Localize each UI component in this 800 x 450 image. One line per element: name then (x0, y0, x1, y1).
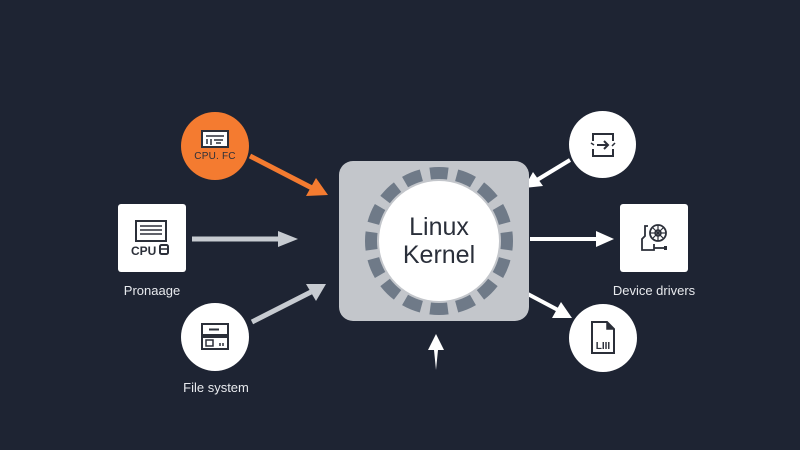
gear-ring-segment (367, 204, 386, 225)
gear-ring-segment (402, 169, 423, 188)
cpu-chip-icon (135, 220, 169, 255)
file-system-label: File system (183, 380, 249, 395)
gear-ring-segment (455, 294, 476, 313)
io-node[interactable] (569, 111, 636, 178)
kernel-title-line2: Kernel (402, 241, 476, 269)
document-node[interactable]: LIII (569, 304, 637, 372)
cpu-fc-node[interactable]: CPU. FC (181, 112, 249, 180)
process-cpu-text: CPU (131, 244, 157, 258)
gear-ring-segment (500, 231, 514, 251)
cpu-fc-label: CPU. FC (194, 151, 236, 162)
storage-drive-icon (201, 323, 229, 350)
gear-ring-segment (492, 257, 511, 278)
gear-ring-segment (492, 204, 511, 225)
gear-ring-segment (365, 231, 378, 251)
io-arrow-icon (590, 132, 616, 157)
arrow-kernel-to-device-drivers (530, 231, 614, 247)
device-drivers-node[interactable] (620, 204, 688, 272)
device-drivers-label: Device drivers (612, 283, 696, 298)
gear-ring-segment (476, 182, 498, 204)
gear-ring-segment (455, 169, 476, 188)
terminal-window-icon (201, 130, 229, 148)
kernel-core[interactable]: Linux Kernel (379, 181, 499, 301)
document-file-icon (591, 321, 615, 354)
device-gear-icon (641, 224, 667, 251)
process-node[interactable]: CPU (118, 204, 186, 272)
arrow-bottom-to-kernel (428, 334, 444, 370)
gear-ring-segment (380, 278, 402, 300)
arrow-process-to-kernel (192, 231, 298, 247)
arrow-cpu-fc-to-kernel (248, 153, 328, 196)
gear-ring-segment (429, 302, 449, 315)
gear-ring-segment (402, 294, 423, 313)
arrow-file-system-to-kernel (250, 284, 326, 325)
file-system-node[interactable] (181, 303, 249, 371)
kernel-title-line1: Linux (409, 213, 469, 241)
gear-ring-segment (367, 257, 386, 278)
gear-ring-segment (476, 278, 498, 300)
process-label: Pronaage (123, 283, 181, 298)
gear-ring-segment (380, 182, 402, 204)
document-inner-text: LIII (595, 341, 611, 352)
gear-ring-segment (429, 166, 449, 180)
